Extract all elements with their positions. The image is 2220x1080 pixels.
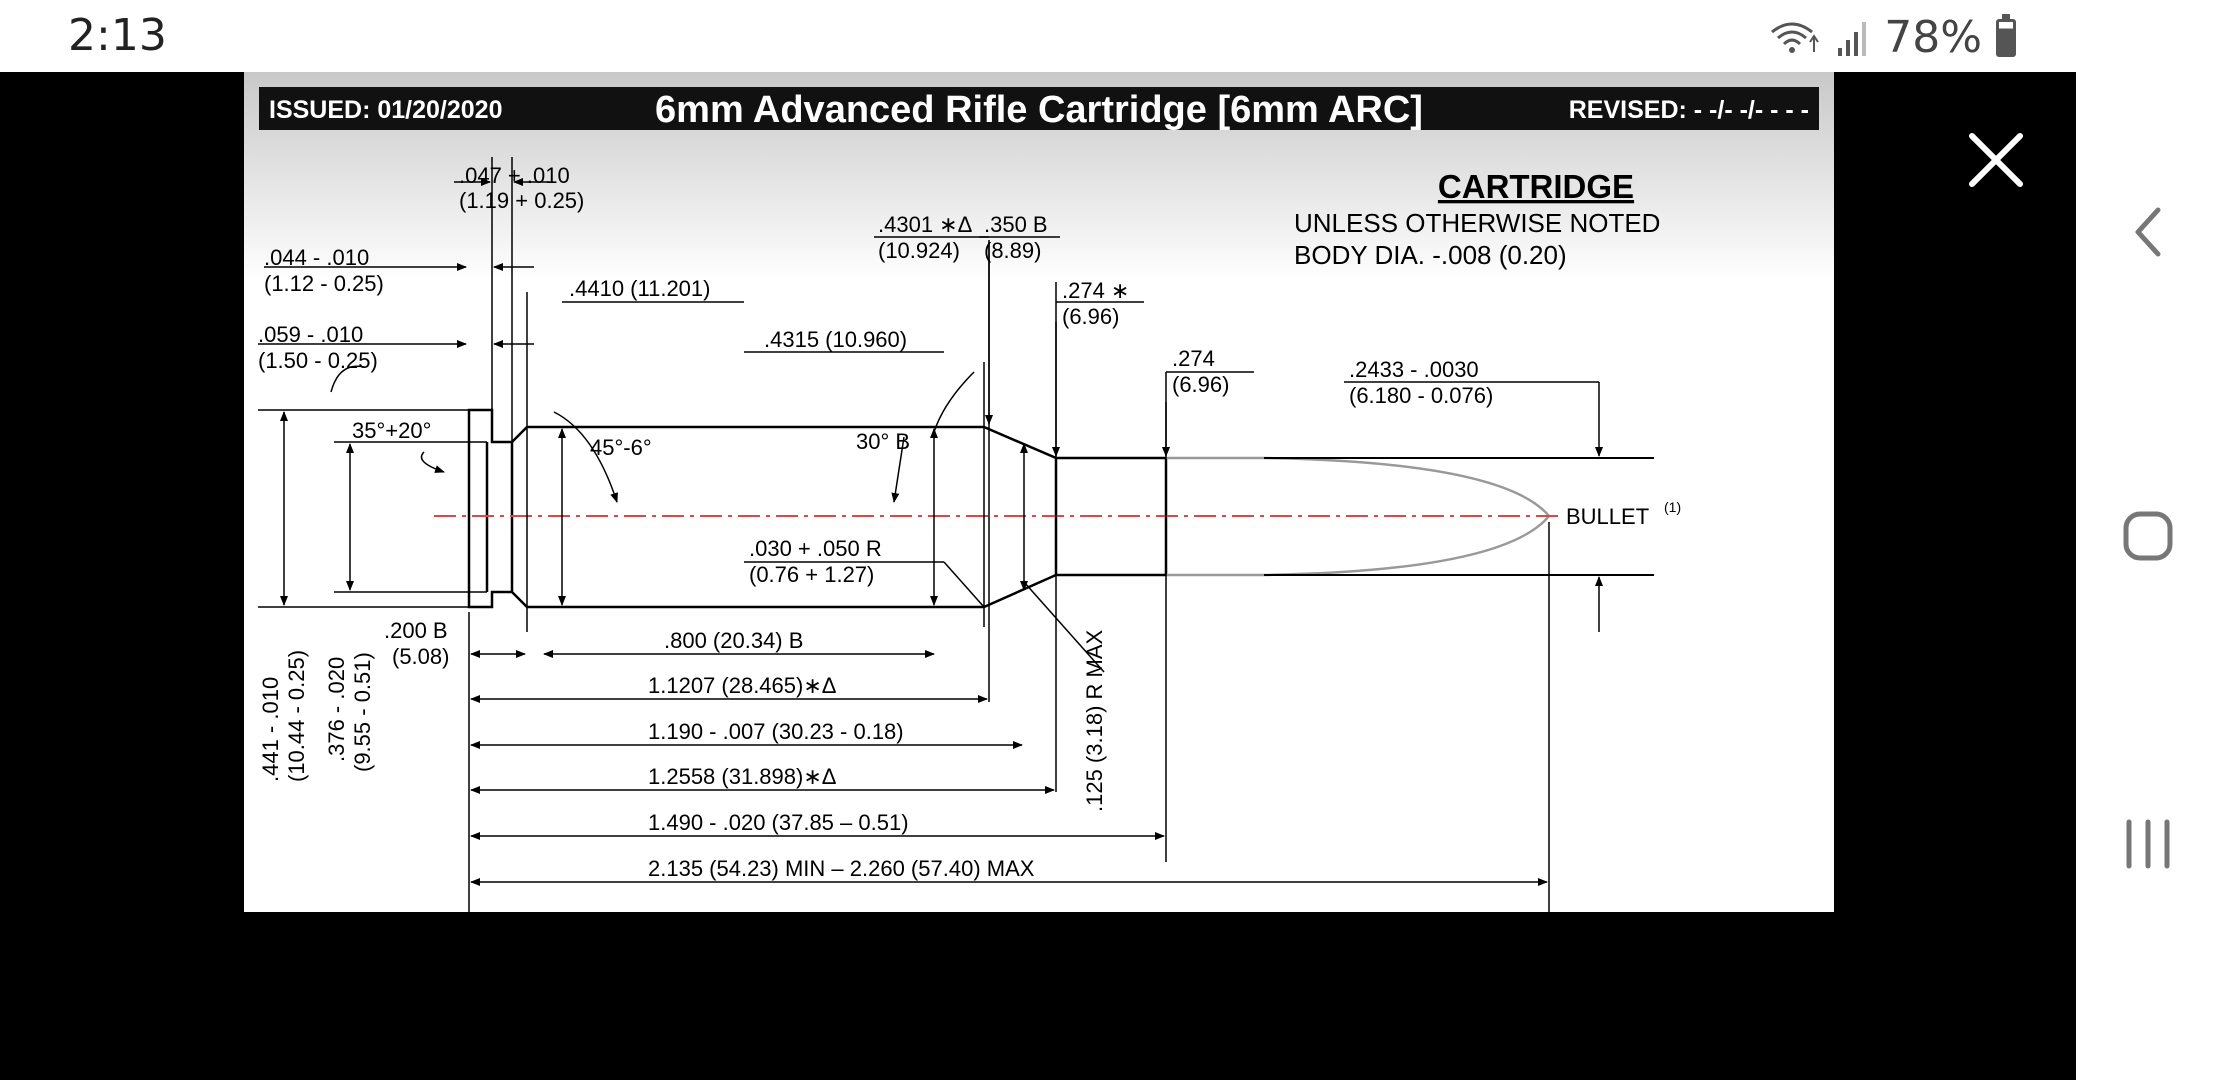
dim-radius: .030 + .050 R bbox=[749, 536, 882, 561]
dim-body-dia: .4315 (10.960) bbox=[764, 327, 907, 352]
signal-icon bbox=[1838, 21, 1867, 56]
clock: 2:13 bbox=[68, 10, 167, 61]
dim-groove-mm: (5.08) bbox=[392, 644, 449, 669]
dim-rim-a: .044 - .010 bbox=[264, 245, 369, 270]
drawing-svg: ISSUED: 01/20/2020 6mm Advanced Rifle Ca… bbox=[244, 72, 1834, 912]
drawing-title: 6mm Advanced Rifle Cartridge [6mm ARC] bbox=[655, 89, 1423, 131]
dim-len-1-190: 1.190 - .007 (30.23 - 0.18) bbox=[648, 719, 904, 744]
dim-len-1-1207: 1.1207 (28.465)∗Δ bbox=[648, 673, 837, 698]
navigation-bar bbox=[2076, 0, 2220, 1080]
leaders bbox=[330, 236, 1600, 673]
battery-icon bbox=[1996, 13, 2016, 57]
dim-len-1-2558: 1.2558 (31.898)∗Δ bbox=[648, 764, 837, 789]
dim-rim-thickness: .047 + .010 bbox=[459, 163, 570, 188]
dim-rim-dia-mm: (10.44 - 0.25) bbox=[284, 650, 309, 782]
dim-groove: .200 B bbox=[384, 618, 448, 643]
dim-shoulder-dia-mm: (10.924) bbox=[878, 238, 960, 263]
wifi-icon bbox=[1771, 22, 1820, 53]
dim-shoulder-dia: .4301 ∗Δ bbox=[878, 212, 973, 237]
battery-percent: 78% bbox=[1884, 12, 1982, 63]
dim-neck-length: .350 B bbox=[984, 212, 1048, 237]
note-line-1: UNLESS OTHERWISE NOTED bbox=[1294, 208, 1660, 238]
dim-rim-dia: .441 - .010 bbox=[258, 677, 283, 782]
dim-radius-mm: (0.76 + 1.27) bbox=[749, 562, 874, 587]
home-button[interactable] bbox=[2076, 476, 2220, 596]
dim-bevel-angle: 45°-6° bbox=[590, 435, 652, 460]
back-button[interactable] bbox=[2076, 172, 2220, 292]
recents-button[interactable] bbox=[2076, 784, 2220, 904]
back-icon bbox=[2135, 207, 2161, 257]
dim-bullet-dia-mm: (6.180 - 0.076) bbox=[1349, 383, 1493, 408]
dim-rim-b: .059 - .010 bbox=[258, 322, 363, 347]
note-line-2: BODY DIA. -.008 (0.20) bbox=[1294, 240, 1567, 270]
home-icon bbox=[2123, 511, 2173, 561]
dim-groove-dia: .376 - .020 bbox=[324, 657, 349, 762]
dim-shoulder-angle: 30° B bbox=[856, 429, 910, 454]
dim-neck-radius: .125 (3.18) R MAX bbox=[1082, 629, 1107, 812]
dim-base-dia: .4410 (11.201) bbox=[569, 276, 710, 301]
dim-neck-dia-a-mm: (6.96) bbox=[1062, 304, 1119, 329]
dim-groove-dia-mm: (9.55 - 0.51) bbox=[350, 652, 375, 772]
cartridge-drawing[interactable]: ISSUED: 01/20/2020 6mm Advanced Rifle Ca… bbox=[244, 72, 1834, 912]
revised-date: REVISED: - -/- -/- - - - bbox=[1569, 96, 1809, 124]
close-icon[interactable] bbox=[1962, 126, 2030, 194]
dim-bullet-dia: .2433 - .0030 bbox=[1349, 357, 1479, 382]
length-dims bbox=[258, 178, 1548, 886]
header-bar bbox=[259, 87, 1819, 130]
dim-neck-dia-a: .274 ∗ bbox=[1062, 278, 1129, 303]
bullet-footnote: (1) bbox=[1664, 499, 1681, 515]
dim-len-overall: 2.135 (54.23) MIN – 2.260 (57.40) MAX bbox=[648, 856, 1035, 881]
dim-neck-length-mm: (8.89) bbox=[984, 238, 1041, 263]
section-title: CARTRIDGE bbox=[1438, 168, 1634, 205]
dim-len-1-490: 1.490 - .020 (37.85 – 0.51) bbox=[648, 810, 909, 835]
dim-rim-a-mm: (1.12 - 0.25) bbox=[264, 271, 384, 296]
dim-rim-b-mm: (1.50 - 0.25) bbox=[258, 348, 378, 373]
issued-date: ISSUED: 01/20/2020 bbox=[269, 96, 502, 124]
bullet-outline bbox=[1166, 456, 1550, 577]
dim-neck-dia-b: .274 bbox=[1172, 346, 1215, 371]
dim-extractor-angle: 35°+20° bbox=[352, 418, 431, 443]
vertical-dims bbox=[280, 240, 1603, 632]
dim-rim-thickness-mm: (1.19 + 0.25) bbox=[459, 188, 584, 213]
status-bar: 2:13 78% bbox=[0, 0, 2076, 72]
dim-len-800: .800 (20.34) B bbox=[664, 628, 803, 653]
status-icons: 78% bbox=[1768, 12, 2016, 63]
dim-neck-dia-b-mm: (6.96) bbox=[1172, 372, 1229, 397]
bullet-label: BULLET bbox=[1566, 504, 1649, 529]
recents-icon bbox=[2126, 819, 2170, 869]
